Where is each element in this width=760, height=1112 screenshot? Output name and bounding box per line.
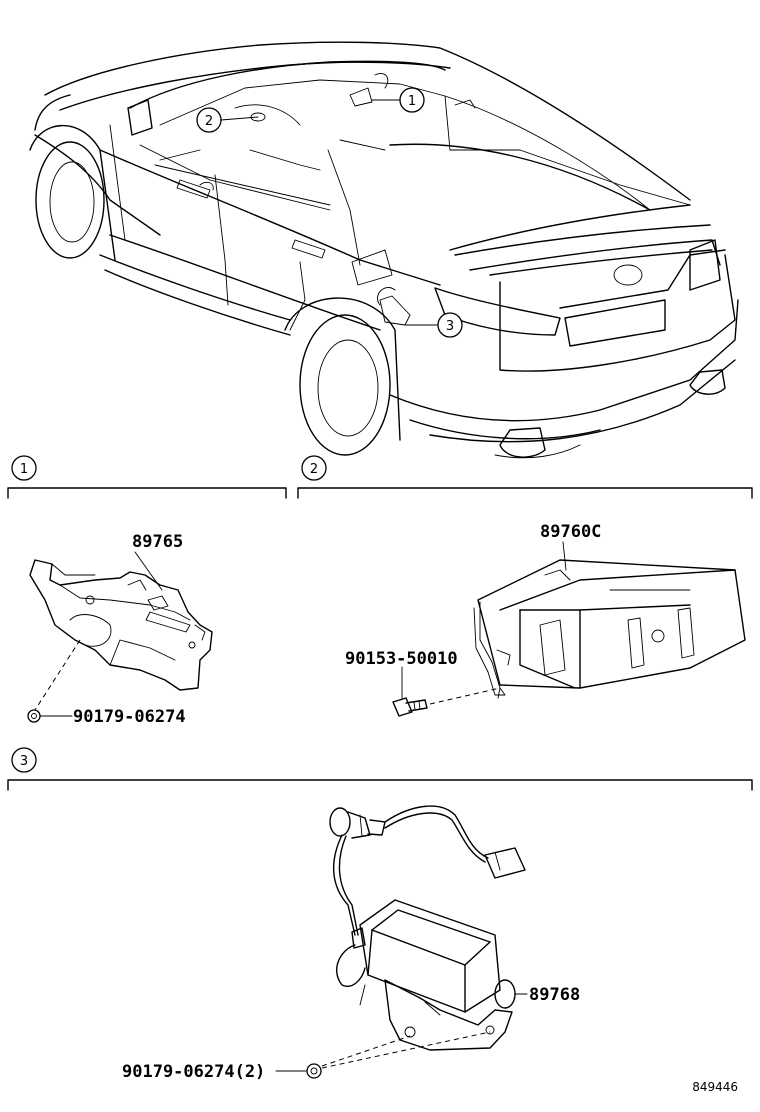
label-89768: 89768	[529, 985, 580, 1005]
dashed-line-bolt	[429, 687, 501, 705]
part-89760c-control-module	[473, 559, 746, 699]
dashed-line-nut-b1	[321, 1035, 411, 1067]
nut-90179-2-icon	[306, 1063, 322, 1079]
svg-text:2: 2	[205, 114, 213, 129]
diagram-id: 849446	[692, 1080, 738, 1094]
car-callout-3: 3	[404, 312, 463, 338]
leader-89765	[134, 551, 163, 591]
car-callout-1: 1	[371, 87, 425, 113]
car-overview-illustration	[29, 41, 739, 459]
dashed-line-nut-a	[34, 639, 81, 711]
label-89765: 89765	[132, 532, 183, 552]
section-2-header: 2	[297, 455, 753, 499]
svg-text:3: 3	[20, 754, 28, 769]
svg-text:1: 1	[20, 462, 28, 477]
section-1-header: 1	[7, 455, 287, 499]
label-90153-50010: 90153-50010	[345, 649, 458, 669]
svg-text:2: 2	[310, 462, 318, 477]
car-callout-2: 2	[196, 107, 259, 133]
section-3-header: 3	[7, 747, 753, 791]
nut-90179-icon	[27, 709, 41, 723]
label-90179-06274: 90179-06274	[73, 707, 186, 727]
dashed-line-nut-b2	[321, 1031, 491, 1069]
label-90179-06274-2: 90179-06274(2)	[122, 1062, 265, 1082]
svg-text:3: 3	[446, 319, 454, 334]
part-89768-sensor-harness	[329, 805, 526, 1051]
label-89760c: 89760C	[540, 522, 601, 542]
part-89765-sensor-bracket	[29, 559, 213, 691]
bolt-90153-icon	[392, 697, 428, 717]
svg-text:1: 1	[408, 94, 416, 109]
leader-89760c	[562, 541, 567, 571]
